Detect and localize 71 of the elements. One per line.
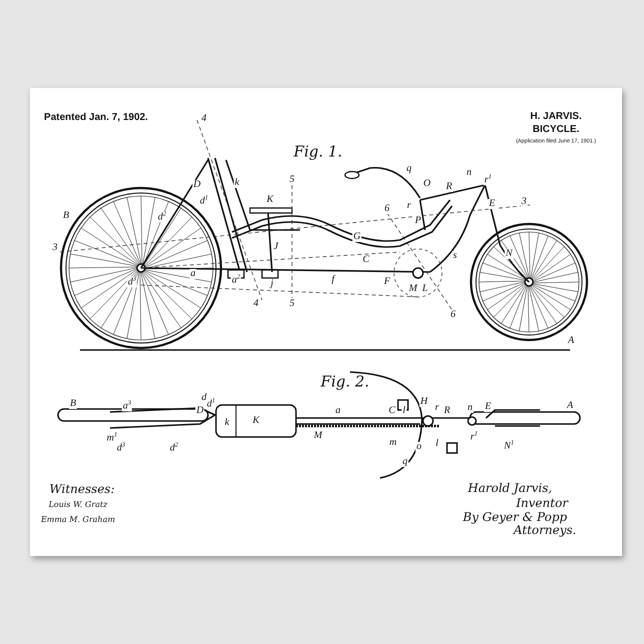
callout-letter: r [434,403,440,413]
attorneys-signature: By Geyer & Popp [462,511,568,523]
callout-letter: d$^{1}$ [206,398,216,410]
callout-letter: l [402,406,406,416]
callout-letter: 6 [384,204,390,214]
callout-letter: M [408,284,418,294]
callout-letter: F [382,277,392,287]
callout-letter: O [422,179,432,189]
callout-letter: B [68,399,78,409]
callout-letter: G [352,232,362,242]
callout-letter: 5 [288,299,296,309]
callout-letter: d$^{3}$ [126,276,138,288]
callout-letter: L [421,284,429,294]
figure-label: Fig. 1. [294,144,342,160]
callout-letter: B [62,211,70,221]
callout-letter: k [234,178,240,188]
callout-letter: 3 [52,243,58,253]
callout-letter: 6 [450,310,456,320]
callout-letter: N [504,249,514,259]
callout-letter: d$^{3}$ [116,442,126,454]
callout-letter: A [566,336,576,346]
callout-letter: C [388,406,396,416]
callout-letter: d$^{1}$ [198,195,210,207]
invention-title: BICYCLE. [532,125,580,135]
callout-letter: 4 [252,299,260,309]
inventor-signature: Harold Jarvis, [468,482,552,494]
callout-letter: M [312,431,324,441]
callout-letter: m [388,438,398,448]
callout-letter: d$^{2}$ [156,211,168,223]
callout-letter: q [406,164,412,174]
callout-letter: q [402,457,408,467]
witness-signature: Emma M. Graham [40,516,116,524]
callout-letter: D [192,180,202,190]
callout-letter: K [266,195,274,205]
inventor-name: H. JARVIS. [530,112,582,122]
callout-letter: n [466,168,472,178]
callout-letter: a [334,406,342,416]
callout-letter: K [252,416,260,426]
callout-letter: 5 [288,175,296,185]
figure-label: Fig. 2. [320,374,370,390]
callout-letter: r$^{1}$ [483,174,493,186]
callout-letter: R [442,406,452,416]
witnesses-heading: Witnesses: [49,483,115,495]
callout-letter: C [362,255,370,265]
callout-letter: d$^{2}$ [168,442,180,454]
callout-letter: k [224,418,230,428]
callout-letter: E [484,402,492,412]
witness-signature: Louis W. Gratz [48,501,108,509]
callout-letter: a$^{2}$ [230,274,242,286]
attorneys-caption: Attorneys. [514,524,576,536]
callout-letter: j [270,279,274,289]
callout-letter: l [434,439,440,449]
callout-letter: n [466,403,474,413]
callout-letter: f [330,275,336,285]
callout-letter: D [195,406,205,416]
callout-letter: a$^{3}$ [122,400,132,412]
callout-letter: E [488,199,496,209]
callout-letter: H [419,397,429,407]
callout-letter: R [444,182,454,192]
callout-letter: 3 [520,197,528,207]
patent-date: Patented Jan. 7, 1902. [44,113,148,123]
inventor-caption: Inventor [516,497,568,509]
callout-letter: 4 [200,114,208,124]
callout-letter: a [190,269,196,279]
callout-letter: J [272,242,280,252]
callout-letter: r [406,201,412,211]
callout-letter: s [452,251,458,261]
callout-letter: d [200,393,208,403]
callout-letter: P [414,216,422,226]
callout-letter: o [416,442,422,452]
callout-letter: A [566,401,574,411]
